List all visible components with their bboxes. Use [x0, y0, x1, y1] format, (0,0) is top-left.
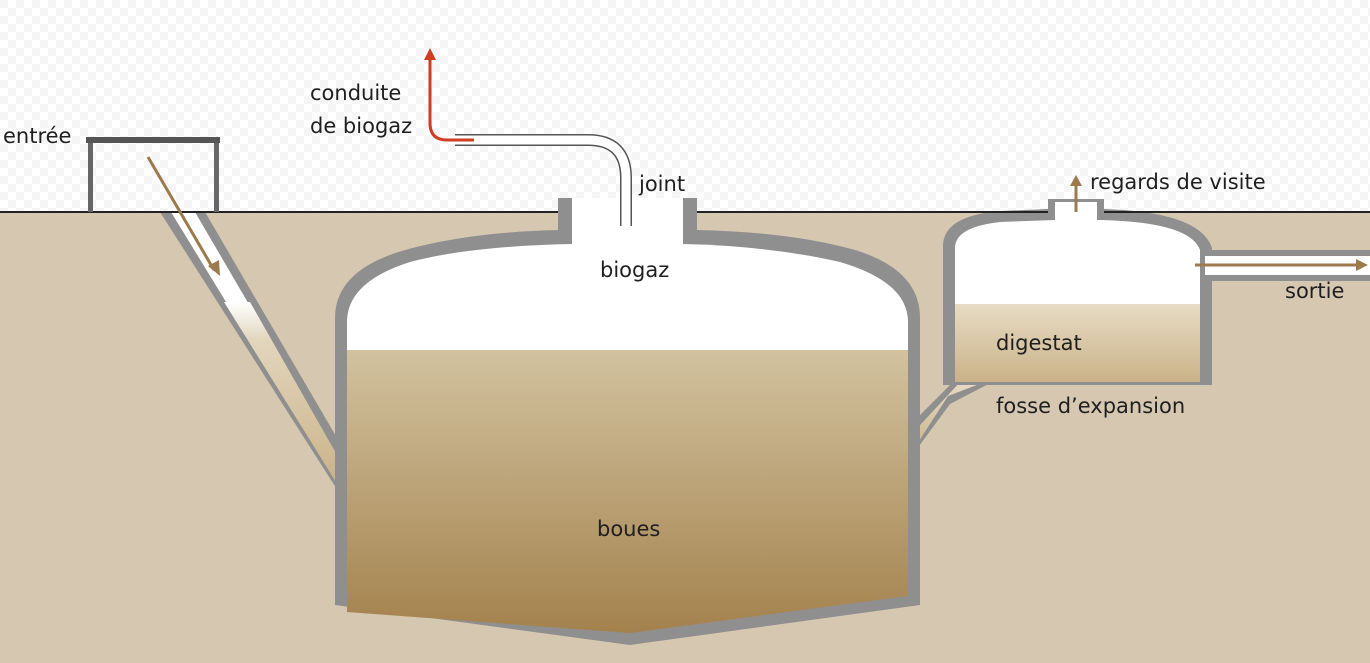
inlet-pipe-wall: [160, 212, 347, 505]
label-inlet: entrée: [3, 124, 72, 148]
digestate-body: [955, 304, 1200, 382]
expansion-gas-space: [955, 220, 1200, 304]
label-biogas: biogaz: [600, 258, 670, 282]
outlet-channel-slurry: [908, 380, 990, 458]
manhole-arrowhead: [1070, 175, 1082, 186]
biogas-arrowhead: [424, 48, 436, 60]
biogas-space: [347, 244, 908, 350]
sludge-body: [347, 350, 908, 633]
digester-interior: [347, 244, 908, 633]
label-joint: joint: [639, 172, 686, 196]
label-gas-pipe-line1: conduite: [310, 81, 402, 105]
inlet-flow-arrow: [146, 156, 216, 271]
label-gas-pipe-line2: de biogaz: [310, 114, 413, 138]
expansion-chamber-interior: [955, 220, 1200, 382]
inlet-arrowhead: [208, 260, 220, 276]
inlet-hopper: [86, 137, 220, 212]
label-sludge: boues: [597, 517, 661, 541]
label-manholes: regards de visite: [1090, 170, 1266, 194]
label-outlet: sortie: [1285, 279, 1345, 303]
label-digestate: digestat: [996, 331, 1082, 355]
label-expansion-chamber: fosse d’expansion: [996, 394, 1186, 418]
biogas-flow-arrow: [428, 55, 474, 142]
inlet-slurry: [224, 302, 341, 490]
outlet-arrowhead: [1356, 259, 1368, 271]
gas-pipe-inner: [455, 135, 631, 226]
sky-background: [0, 0, 1370, 212]
